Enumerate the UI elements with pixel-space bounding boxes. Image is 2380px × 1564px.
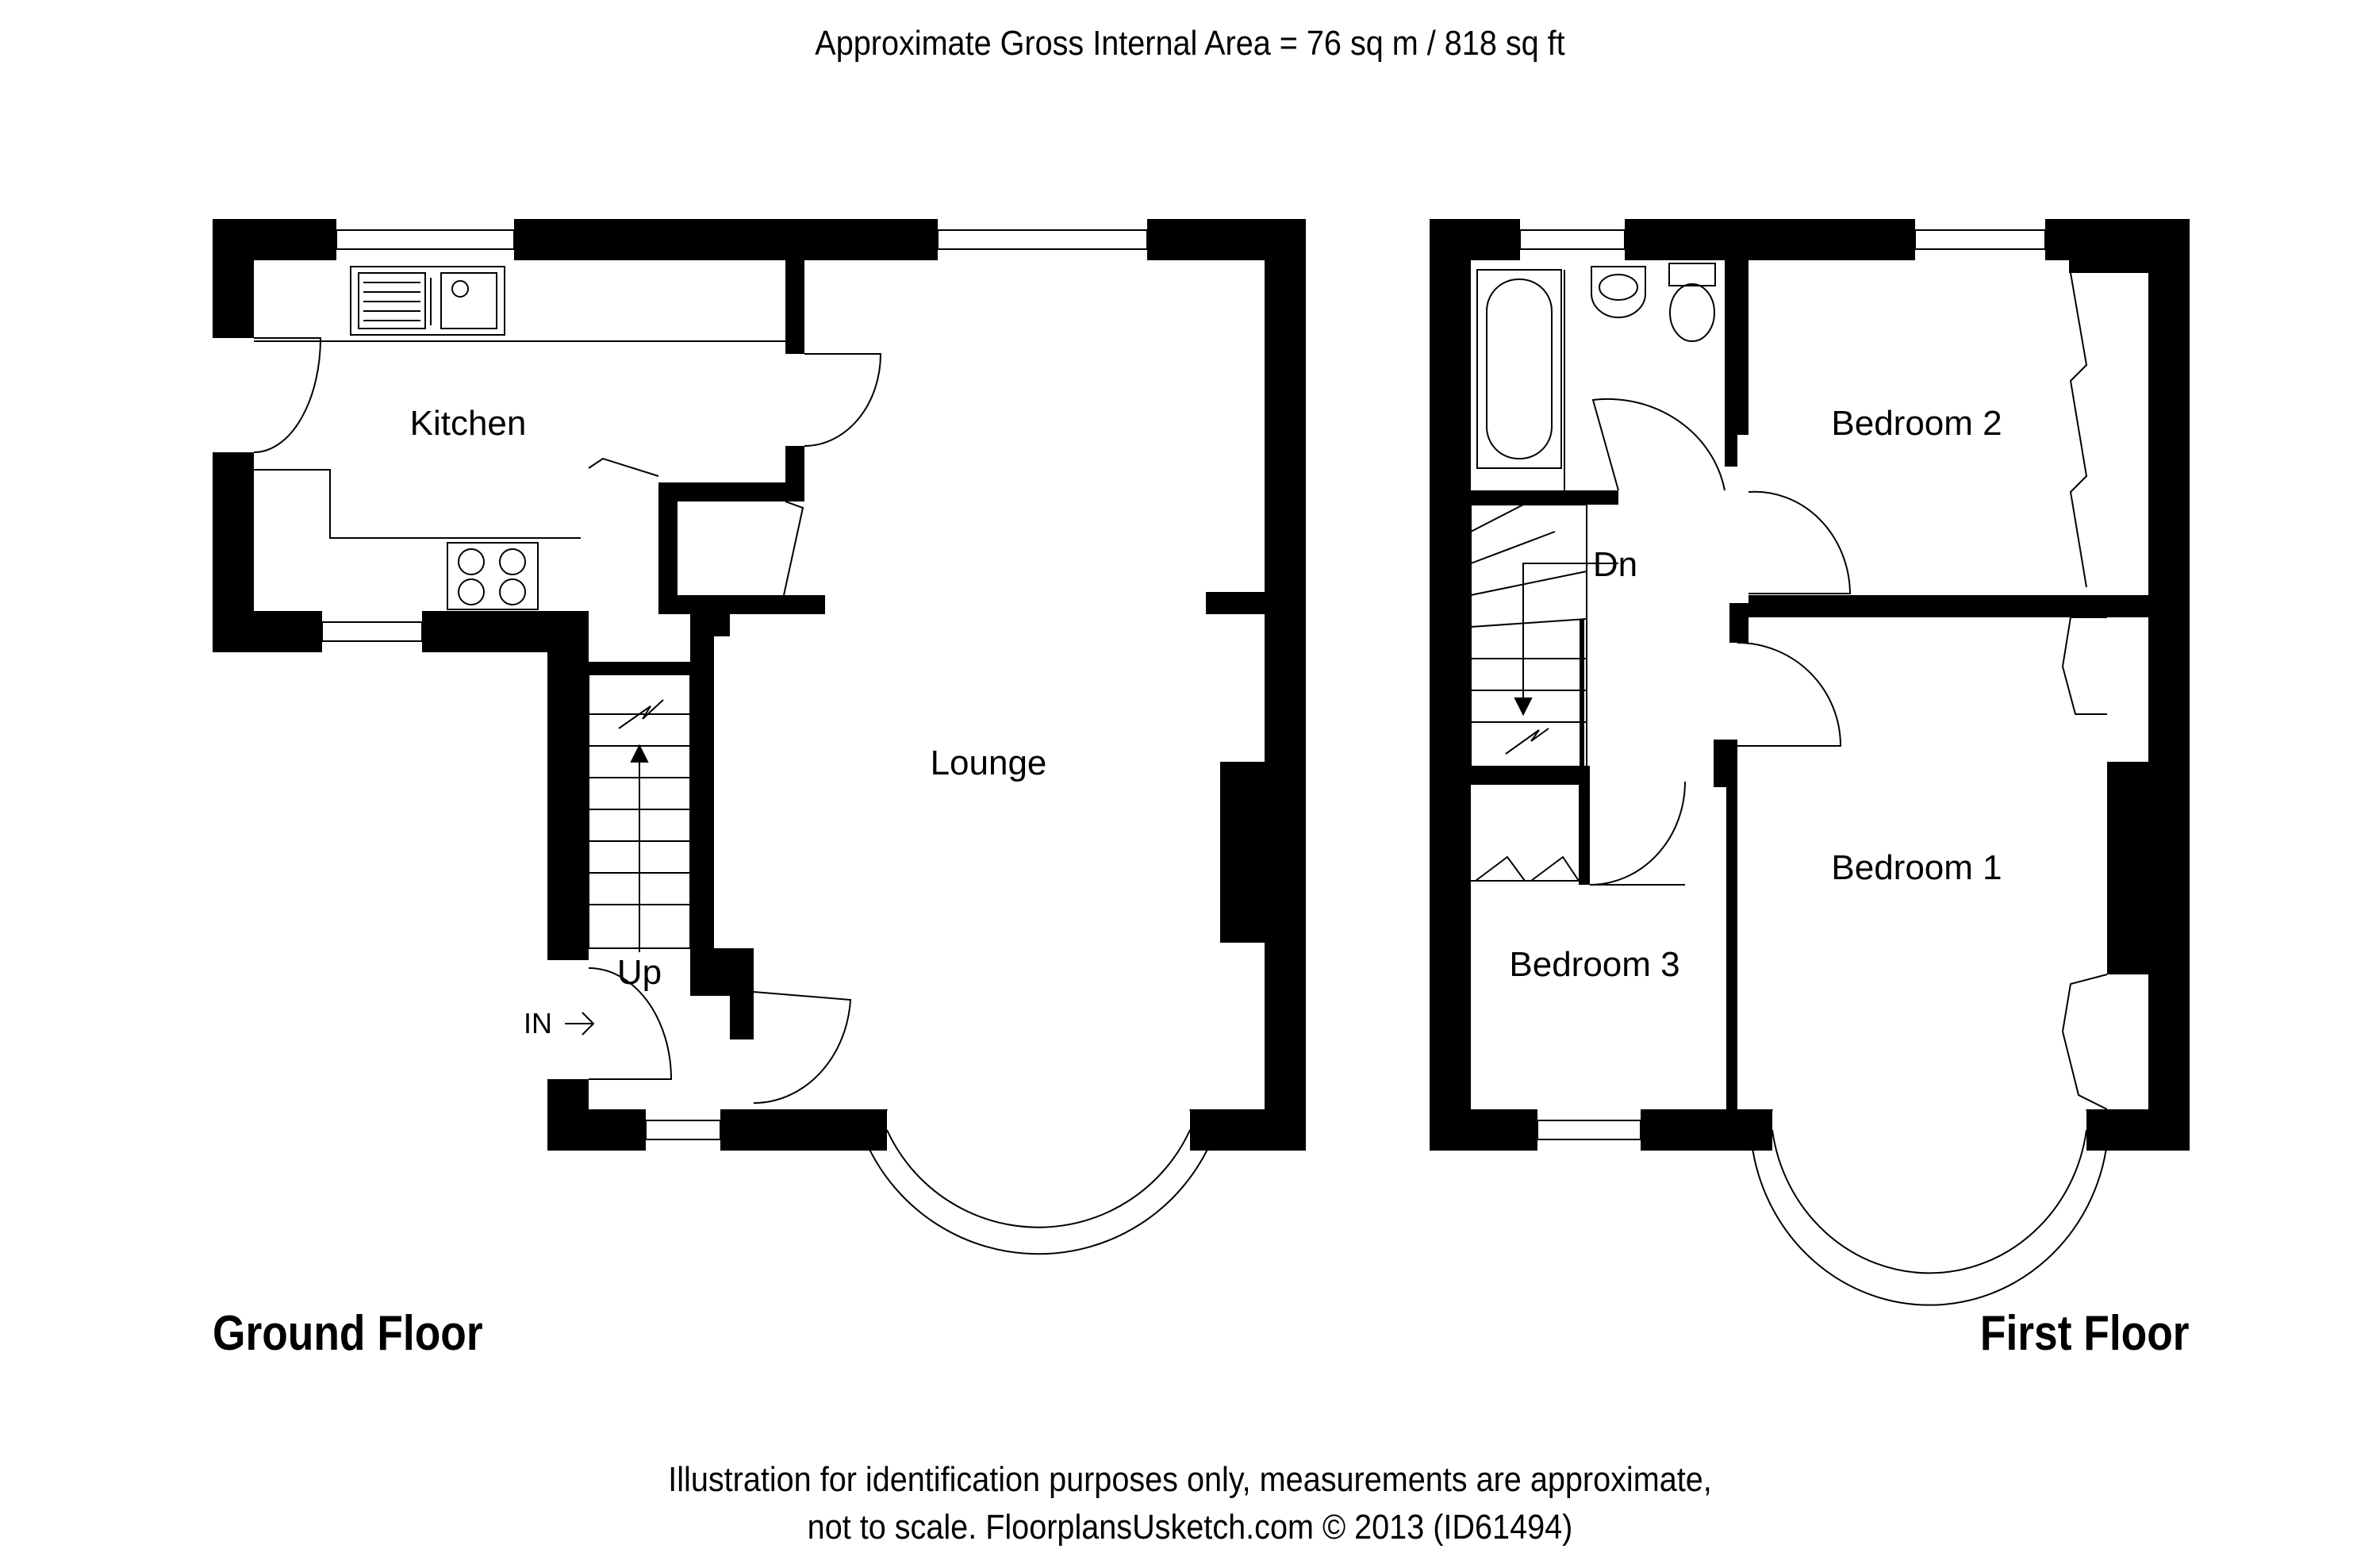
first-floor-title: First Floor	[1980, 1306, 2190, 1361]
bay-window	[1751, 1142, 2108, 1306]
entrance-label: IN	[524, 1007, 552, 1039]
door-swing	[1737, 642, 1842, 747]
wall	[589, 662, 690, 674]
wall	[714, 613, 730, 636]
wall	[213, 611, 322, 652]
stairs-label-down: Dn	[1593, 545, 1637, 584]
door-swing	[1591, 398, 1726, 491]
window	[937, 229, 1148, 250]
door-swing	[783, 501, 804, 596]
window	[1519, 229, 1626, 250]
room-label-kitchen: Kitchen	[410, 404, 527, 443]
wall	[1471, 766, 1590, 785]
wall	[1265, 219, 1306, 1151]
wall	[547, 611, 589, 960]
bath	[1476, 269, 1562, 469]
disclaimer-line-1: Illustration for identification purposes…	[668, 1460, 1712, 1499]
first-floor-lines	[1470, 229, 2108, 1306]
ground-floor-title: Ground Floor	[213, 1306, 483, 1361]
wc	[1668, 263, 1716, 286]
staircase	[1470, 504, 1587, 767]
wall	[658, 482, 804, 501]
wall	[690, 613, 714, 952]
door-swing	[1589, 781, 1686, 886]
door-swing	[588, 457, 659, 477]
area-caption: Approximate Gross Internal Area = 76 sq …	[815, 24, 1565, 63]
wall	[1729, 603, 1749, 643]
door-swing	[753, 991, 852, 1105]
bay-window	[1772, 1129, 2087, 1274]
window	[321, 621, 423, 642]
door-swing	[1748, 490, 1852, 594]
hob	[447, 542, 539, 610]
wall	[658, 482, 678, 613]
bay-window	[886, 1129, 1191, 1228]
wall	[1725, 260, 1749, 435]
room-label-bedroom3: Bedroom 3	[1509, 945, 1679, 984]
wall	[1206, 592, 1265, 614]
first-floor-plan	[1430, 219, 2190, 1151]
wall	[785, 446, 804, 482]
bay-window	[866, 1142, 1211, 1255]
wall	[1430, 1109, 1537, 1151]
ground-floor-lines	[253, 229, 1211, 1255]
wall	[658, 595, 825, 614]
door-swing	[253, 337, 322, 453]
chimney-breast	[1220, 762, 1265, 943]
wall	[1625, 219, 1915, 260]
window	[336, 229, 515, 250]
door-swing	[588, 967, 673, 1080]
wall	[1579, 766, 1590, 885]
wall	[720, 1109, 887, 1151]
wall	[547, 1109, 646, 1151]
window	[645, 1120, 721, 1140]
wall	[1725, 435, 1737, 467]
wall	[690, 948, 754, 996]
ground-floor-plan	[213, 219, 1306, 1151]
chimney-breast	[2107, 762, 2148, 974]
wall	[730, 992, 754, 1039]
wall	[1471, 490, 1618, 505]
wall	[2148, 219, 2190, 1151]
stairs-label-up: Up	[617, 953, 662, 992]
disclaimer-line-2: not to scale. FloorplansUsketch.com © 20…	[807, 1508, 1573, 1547]
room-label-bedroom2: Bedroom 2	[1831, 404, 2002, 443]
wall	[1726, 740, 1737, 1109]
sink	[350, 266, 505, 336]
room-label-lounge: Lounge	[931, 744, 1047, 782]
wall	[1641, 1109, 1772, 1151]
wall	[213, 219, 254, 338]
door-swing	[804, 353, 882, 447]
wall	[1430, 219, 1471, 1151]
wall	[1749, 595, 2148, 617]
wall	[2086, 1109, 2190, 1151]
basin	[1591, 266, 1646, 318]
room-label-bedroom1: Bedroom 1	[1831, 848, 2002, 887]
wall	[785, 260, 804, 354]
window	[1537, 1120, 1641, 1140]
wall	[514, 219, 938, 260]
window	[1914, 229, 2046, 250]
